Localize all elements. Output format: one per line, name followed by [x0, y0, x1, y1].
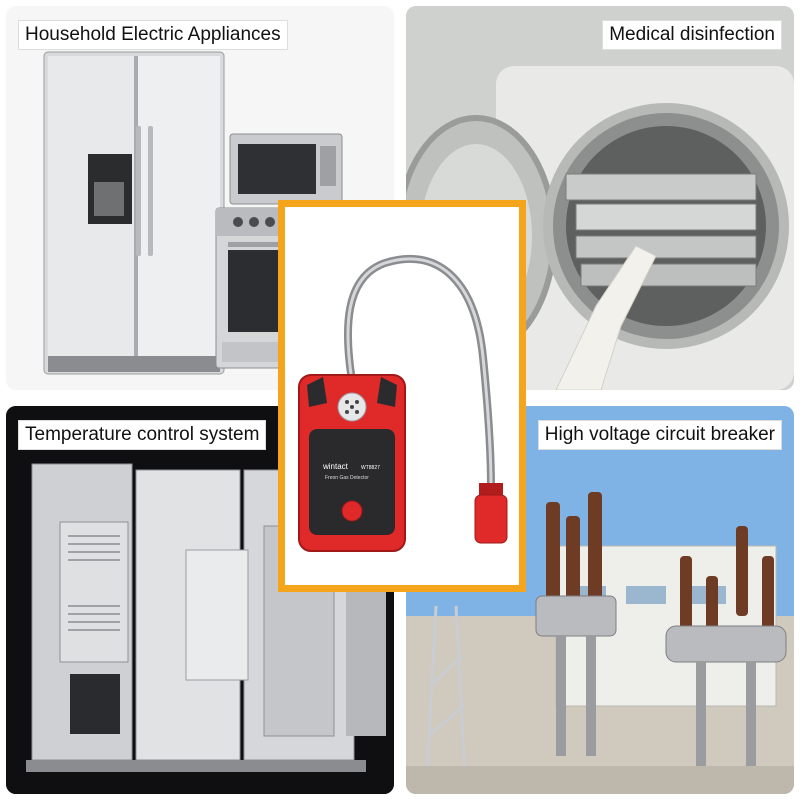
label-high-voltage-breaker: High voltage circuit breaker: [537, 420, 782, 450]
device-model: WT8827: [361, 465, 380, 471]
medical-disinfection-photo: [406, 6, 794, 390]
device-brand: wintact: [322, 462, 349, 471]
gas-detector-illustration: wintact WT8827 Freon Gas Detector: [298, 254, 508, 552]
label-household-appliances: Household Electric Appliances: [18, 20, 288, 50]
device-power-button: [341, 500, 363, 522]
appliances-photo: [6, 6, 394, 390]
label-temperature-control: Temperature control system: [18, 420, 267, 450]
product-frame: wintact WT8827 Freon Gas Detector: [278, 200, 526, 592]
label-medical-disinfection: Medical disinfection: [602, 20, 782, 50]
device-name: Freon Gas Detector: [325, 475, 369, 481]
cabinets-illustration: [6, 406, 394, 794]
temperature-control-photo: [6, 406, 394, 794]
